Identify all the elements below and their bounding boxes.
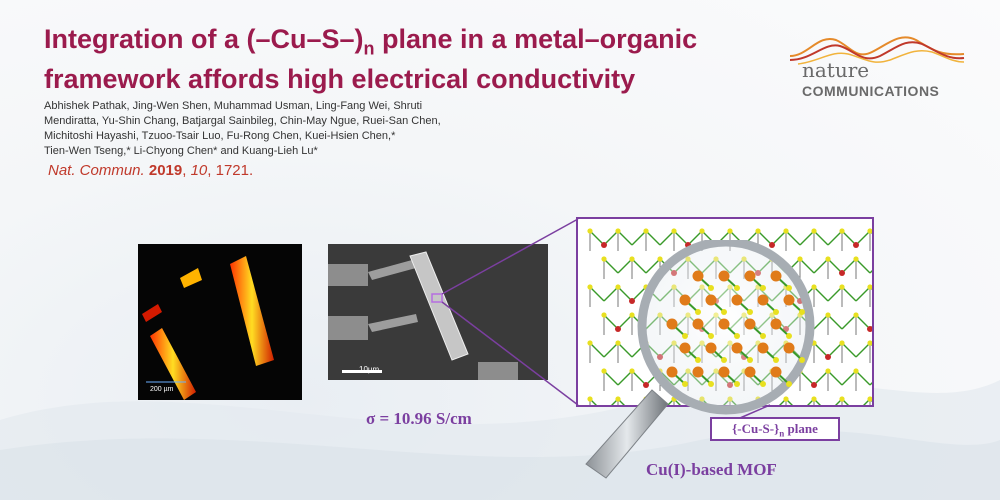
mof-caption: Cu(I)-based MOF [646, 460, 777, 479]
journal-pages: 1721. [215, 162, 254, 179]
paper-title: Integration of a (–Cu–S–)n plane in a me… [44, 24, 698, 95]
logo-wave-icon [789, 36, 965, 65]
conductivity-value: σ = 10.96 S/cm [366, 409, 472, 428]
journal-volume: 10 [190, 162, 208, 179]
journal-year: 2019 [148, 162, 183, 179]
nature-communications-logo: nature COMMUNICATIONS [788, 30, 968, 100]
journal-name: Nat. Commun. [48, 162, 145, 179]
author-line: Mendiratta, Yu-Shin Chang, Batjargal Sai… [44, 115, 441, 127]
crystal-micrograph [138, 244, 302, 400]
author-line: Abhishek Pathak, Jing-Wen Shen, Muhammad… [44, 100, 423, 112]
author-line: Tien-Wen Tseng,* Li-Chyong Chen* and Kua… [44, 145, 318, 157]
author-list: Abhishek Pathak, Jing-Wen Shen, Muhammad… [44, 99, 524, 159]
magnifier-icon [585, 240, 815, 479]
sem-device-image [328, 244, 548, 380]
scale-bar-label: 200 µm [150, 386, 174, 393]
citation: Nat. Commun. 2019, 10, 1721. [48, 162, 254, 179]
scale-bar-label: 10µm [359, 365, 380, 374]
author-line: Michitoshi Hayashi, Tzuoo-Tsair Luo, Fu-… [44, 130, 396, 142]
plane-label: {-Cu-S-}n plane [710, 417, 840, 441]
